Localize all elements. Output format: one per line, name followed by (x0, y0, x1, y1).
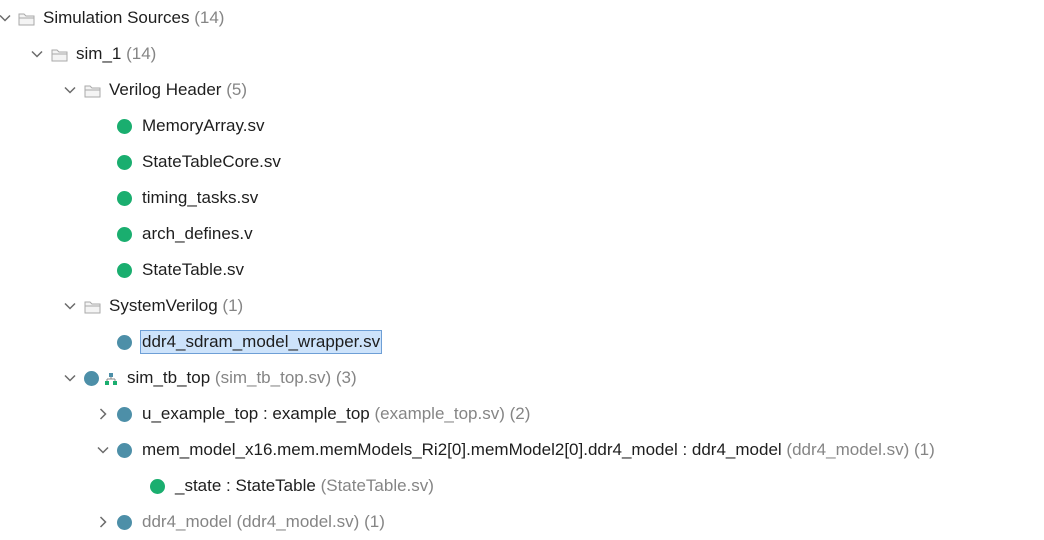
tree-node-label: ddr4_model (ddr4_model.sv) (1) (142, 512, 385, 531)
tree-node-label: _state : StateTable (StateTable.sv) (175, 476, 434, 495)
source-file-icon (150, 478, 165, 494)
chevron-right-icon[interactable] (96, 407, 110, 421)
tree-node-sim-tb-top[interactable]: sim_tb_top (sim_tb_top.sv) (3) (0, 360, 1044, 396)
file-name: MemoryArray.sv (142, 116, 265, 135)
tree-file-statetablecore[interactable]: StateTableCore.sv (0, 144, 1044, 180)
tree-node-ddr4-model[interactable]: ddr4_model (ddr4_model.sv) (1) (0, 504, 1044, 540)
chevron-down-icon[interactable] (63, 371, 77, 385)
tree-file-timing-tasks[interactable]: timing_tasks.sv (0, 180, 1044, 216)
tree-file-memoryarray[interactable]: MemoryArray.sv (0, 108, 1044, 144)
tree-node-label: SystemVerilog (1) (109, 296, 244, 315)
source-file-icon (117, 406, 132, 422)
tree-file-arch-defines[interactable]: arch_defines.v (0, 216, 1044, 252)
source-file-icon (117, 190, 132, 206)
tree-node-verilog-header[interactable]: Verilog Header (5) (0, 72, 1044, 108)
chevron-down-icon[interactable] (30, 47, 44, 61)
tree-node-state[interactable]: _state : StateTable (StateTable.sv) (0, 468, 1044, 504)
file-name: timing_tasks.sv (142, 188, 259, 207)
source-file-icon (84, 370, 99, 386)
tree-node-sim-1[interactable]: sim_1 (14) (0, 36, 1044, 72)
source-file-icon (117, 118, 132, 134)
tree-node-label: sim_1 (14) (76, 44, 157, 63)
folder-icon (18, 11, 36, 26)
chevron-right-icon[interactable] (96, 515, 110, 529)
tree-node-simulation-sources[interactable]: Simulation Sources (14) (0, 0, 1044, 36)
folder-icon (84, 299, 102, 314)
tree-node-systemverilog[interactable]: SystemVerilog (1) (0, 288, 1044, 324)
file-name: arch_defines.v (142, 224, 253, 243)
folder-icon (51, 47, 69, 62)
source-file-icon (117, 262, 132, 278)
chevron-down-icon[interactable] (63, 83, 77, 97)
hierarchy-icon (104, 371, 118, 385)
source-file-icon (117, 442, 132, 458)
source-file-icon (117, 514, 132, 530)
tree-node-label: mem_model_x16.mem.memModels_Ri2[0].memMo… (142, 440, 935, 459)
chevron-down-icon[interactable] (0, 11, 12, 25)
tree-file-ddr4-sdram-model-wrapper[interactable]: ddr4_sdram_model_wrapper.sv (0, 324, 1044, 360)
chevron-down-icon[interactable] (63, 299, 77, 313)
folder-icon (84, 83, 102, 98)
source-file-icon (117, 154, 132, 170)
tree-node-mem-model[interactable]: mem_model_x16.mem.memModels_Ri2[0].memMo… (0, 432, 1044, 468)
chevron-down-icon[interactable] (96, 443, 110, 457)
source-file-icon (117, 334, 132, 350)
tree-node-label: Simulation Sources (14) (43, 8, 225, 27)
file-name-selected: ddr4_sdram_model_wrapper.sv (139, 330, 383, 354)
file-name: StateTable.sv (142, 260, 245, 279)
tree-node-label: sim_tb_top (sim_tb_top.sv) (3) (127, 368, 357, 387)
file-name: StateTableCore.sv (142, 152, 281, 171)
tree-node-label: Verilog Header (5) (109, 80, 247, 99)
source-file-icon (117, 226, 132, 242)
tree-node-u-example-top[interactable]: u_example_top : example_top (example_top… (0, 396, 1044, 432)
tree-file-statetable[interactable]: StateTable.sv (0, 252, 1044, 288)
tree-node-label: u_example_top : example_top (example_top… (142, 404, 531, 423)
